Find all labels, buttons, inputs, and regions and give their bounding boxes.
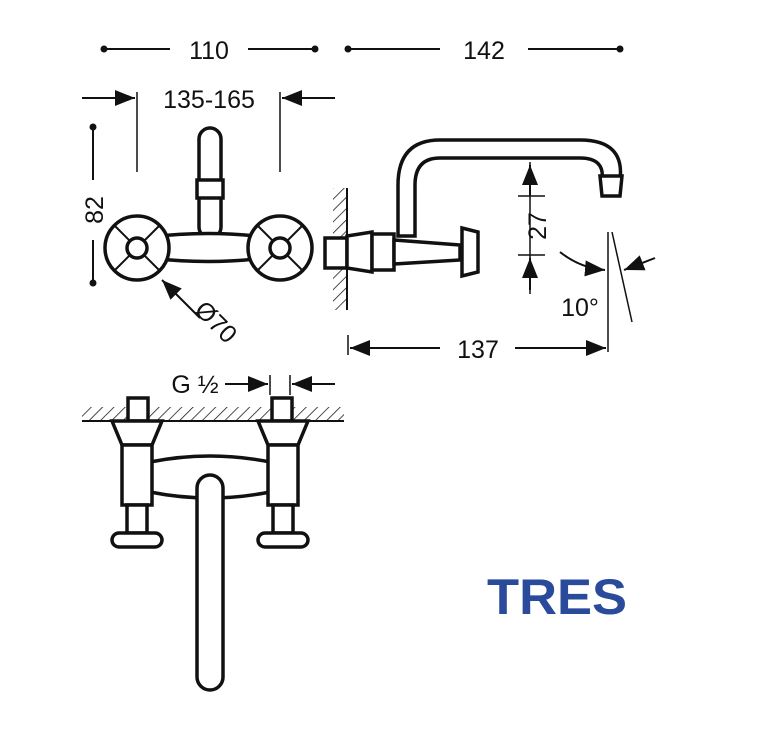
top-view: G ½ — [82, 371, 344, 692]
dimension-centres: 135-165 — [82, 86, 335, 172]
dimension-110: 110 — [100, 37, 319, 65]
dimension-142: 142 — [344, 37, 624, 65]
handle-left — [103, 214, 171, 282]
logo-text: TRES — [487, 569, 627, 625]
dim-label-angle: 10° — [561, 294, 599, 322]
dim-label-142: 142 — [463, 37, 505, 65]
side-view: 27 10° 137 — [323, 138, 656, 364]
dim-label-82: 82 — [81, 196, 109, 224]
tres-logo: TRES — [487, 569, 627, 625]
dimension-82: 82 — [81, 123, 109, 287]
dim-label-27: 27 — [524, 212, 552, 240]
front-view: Ø70 — [103, 126, 314, 349]
dim-label-thread: G ½ — [171, 371, 218, 399]
handle-right — [246, 214, 314, 282]
dim-label-110: 110 — [189, 37, 229, 65]
dim-label-137: 137 — [457, 336, 499, 364]
dim-label-centres: 135-165 — [163, 86, 255, 114]
dim-label-rosette: Ø70 — [189, 296, 242, 349]
